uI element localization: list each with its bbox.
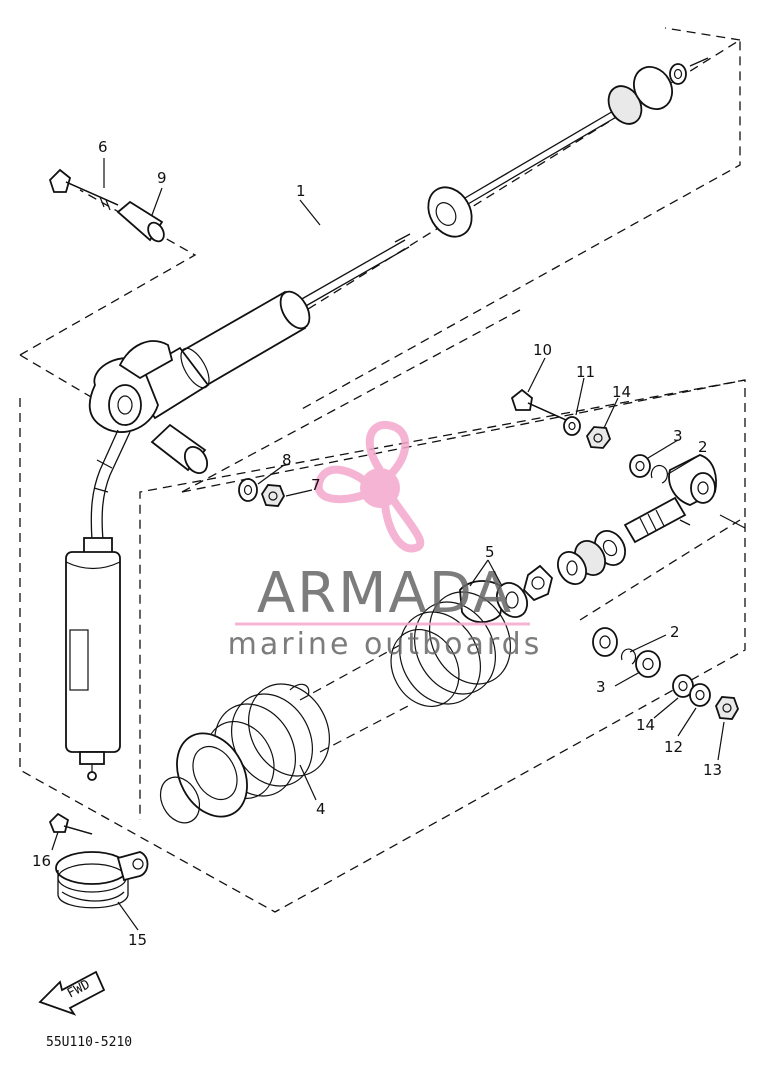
callout-12: 12: [664, 738, 683, 756]
circlip-2-lower: [620, 648, 637, 665]
callout-labels: 1 2 2 3 3 4 5 6 7 8 9 10 11 12 13 14 14 …: [32, 138, 722, 949]
spring-seat-lower: [176, 732, 248, 818]
callout-13: 13: [703, 761, 722, 779]
propeller-hub-icon: [360, 468, 400, 508]
callout-1: 1: [296, 182, 306, 200]
diagram-code: 55U110-5210: [46, 1035, 132, 1050]
washer-11: [563, 416, 581, 436]
callout-14b: 14: [636, 716, 655, 734]
damper-rod: [427, 57, 709, 238]
callout-3a: 3: [673, 427, 683, 445]
nut-13: [715, 696, 739, 720]
shock-absorber-body: [88, 233, 411, 433]
watermark-tagline: marine outboards: [228, 627, 543, 662]
collar-bushing: [150, 423, 209, 475]
reservoir-hose: [90, 429, 131, 541]
callout-10: 10: [533, 341, 552, 359]
adjuster-eye-rod: [623, 454, 717, 544]
reservoir-band-15: [55, 851, 149, 909]
collar-9: [116, 200, 165, 243]
nut-7: [260, 484, 286, 507]
bolt-6: [48, 168, 119, 211]
callout-2a: 2: [698, 438, 708, 456]
callout-6: 6: [98, 138, 108, 156]
callout-14a: 14: [612, 383, 631, 401]
bushing-lower-left: [592, 627, 618, 657]
washer-8: [238, 478, 258, 502]
nut-14-upper: [585, 426, 612, 449]
leader-lines: [51, 158, 725, 931]
snap-ring: [159, 776, 201, 824]
spring-4-upper: [390, 591, 512, 707]
circlip-2-upper: [650, 464, 668, 484]
callout-4: 4: [316, 800, 326, 818]
bushing-3-lower: [635, 650, 661, 678]
gas-reservoir: [65, 537, 121, 781]
washer-12: [689, 683, 711, 707]
callout-8: 8: [282, 451, 292, 469]
callout-3b: 3: [596, 678, 606, 696]
callout-9: 9: [157, 169, 167, 187]
callout-11: 11: [576, 363, 595, 381]
callout-5: 5: [485, 543, 495, 561]
callout-16: 16: [32, 852, 51, 870]
bolt-16: [48, 812, 93, 835]
group-outline-adjuster: [181, 379, 746, 621]
callout-15: 15: [128, 931, 147, 949]
callout-7: 7: [311, 476, 321, 494]
bolt-10: [510, 388, 567, 421]
callout-2b: 2: [670, 623, 680, 641]
watermark-brand: ARMADA: [257, 561, 513, 626]
propeller-icon: [314, 420, 425, 553]
bushing-3-upper: [629, 454, 651, 478]
armada-logo-watermark: ARMADA marine outboards: [228, 420, 543, 662]
group-outline-shock-assembly: [19, 27, 746, 913]
forward-arrow: FWD: [38, 970, 106, 1016]
adjuster-nut-stack: [522, 530, 626, 602]
forward-arrow-icon: [38, 970, 106, 1016]
